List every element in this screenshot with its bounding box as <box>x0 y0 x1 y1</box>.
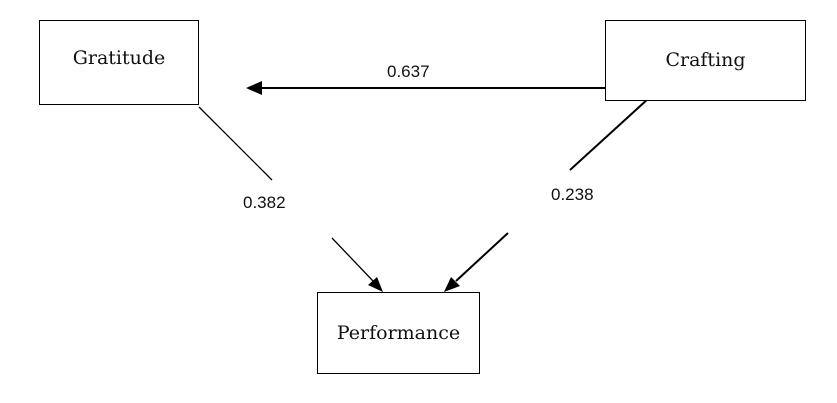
edge-line-gratitude-performance-lower <box>331 237 374 282</box>
arrowhead-gratitude <box>246 81 262 95</box>
edge-label-crafting-performance: 0.238 <box>551 185 594 204</box>
node-gratitude-label: Gratitude <box>72 46 166 69</box>
arrowhead-performance-left <box>368 277 383 292</box>
node-crafting-label: Crafting <box>665 48 746 71</box>
edge-label-gratitude-performance: 0.382 <box>243 193 286 212</box>
node-gratitude: Gratitude <box>39 20 199 105</box>
node-performance: Performance <box>317 292 480 374</box>
edge-line-gratitude-performance-upper <box>198 106 273 181</box>
arrowhead-performance-right <box>444 277 460 292</box>
node-performance-label: Performance <box>336 322 461 344</box>
node-crafting: Crafting <box>605 20 806 101</box>
edge-label-crafting-gratitude: 0.637 <box>387 62 430 81</box>
edge-line-crafting-performance-lower <box>455 232 509 282</box>
edge-line-crafting-performance-upper <box>569 97 650 171</box>
